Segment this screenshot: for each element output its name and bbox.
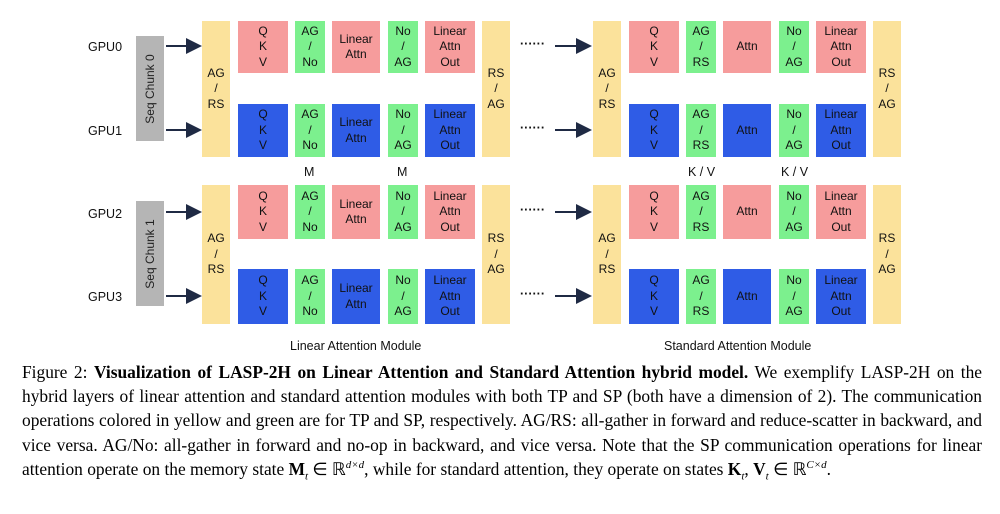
gpu3-label: GPU3 — [88, 290, 123, 304]
sp-ag-rs-block-gpu1: AG / RS — [686, 104, 716, 157]
tp-ag-rs-block-bottom: AG / RS — [202, 185, 230, 324]
qkv-block-gpu2: Q K V — [238, 185, 288, 239]
linear-module-label: Linear Attention Module — [290, 339, 422, 353]
figure-number: Figure 2: — [22, 362, 88, 382]
sp-ag-no-block-gpu2: AG / No — [295, 185, 325, 239]
sp-no-ag-block-gpu3: No / AG — [388, 269, 418, 324]
dots-row0: ······ — [520, 37, 545, 51]
std-sp-no-ag-block-gpu2: No / AG — [779, 185, 809, 239]
seq-chunk-1: Seq Chunk 1 — [136, 201, 164, 306]
sp-ag-no-block-gpu1: AG / No — [295, 104, 325, 157]
tp-rs-ag-block-std-top: RS / AG — [873, 21, 901, 157]
attn-block-gpu2: Attn — [723, 185, 771, 239]
memory-state-label-1: M — [304, 165, 315, 179]
sp-no-ag-block-gpu1: No / AG — [388, 104, 418, 157]
attn-block-gpu0: Attn — [723, 21, 771, 73]
qkv-block-gpu0: Q K V — [238, 21, 288, 73]
sp-ag-rs-block-gpu2: AG / RS — [686, 185, 716, 239]
linear-attn-out-block-gpu1: Linear Attn Out — [425, 104, 475, 157]
std-linear-attn-out-block-gpu1: Linear Attn Out — [816, 104, 866, 157]
tp-ag-rs-block-top: AG / RS — [202, 21, 230, 157]
gpu0-label: GPU0 — [88, 40, 123, 54]
std-sp-no-ag-block-gpu0: No / AG — [779, 21, 809, 73]
qkv-block-gpu3: Q K V — [238, 269, 288, 324]
caption-paragraph: Figure 2: Visualization of LASP-2H on Li… — [22, 362, 982, 483]
std-linear-attn-out-block-gpu3: Linear Attn Out — [816, 269, 866, 324]
gpu2-label: GPU2 — [88, 207, 123, 221]
caption-body-1: We exemplify LASP-2H on the hybrid layer… — [22, 362, 982, 479]
std-qkv-block-gpu3: Q K V — [629, 269, 679, 324]
std-qkv-block-gpu2: Q K V — [629, 185, 679, 239]
sp-ag-no-block-gpu3: AG / No — [295, 269, 325, 324]
qkv-block-gpu1: Q K V — [238, 104, 288, 157]
linear-attn-block-gpu1: Linear Attn — [332, 104, 380, 157]
attn-block-gpu3: Attn — [723, 269, 771, 324]
sp-ag-rs-block-gpu3: AG / RS — [686, 269, 716, 324]
tp-ag-rs-block-std-bottom: AG / RS — [593, 185, 621, 324]
attn-block-gpu1: Attn — [723, 104, 771, 157]
seq-chunk-0: Seq Chunk 0 — [136, 36, 164, 141]
sp-no-ag-block-gpu2: No / AG — [388, 185, 418, 239]
linear-attn-out-block-gpu3: Linear Attn Out — [425, 269, 475, 324]
figure-caption: Figure 2: Visualization of LASP-2H on Li… — [22, 360, 982, 483]
math-kv: Kt, Vt ∈ ℝC×d — [727, 458, 827, 483]
sp-ag-rs-block-gpu0: AG / RS — [686, 21, 716, 73]
tp-rs-ag-block-bottom: RS / AG — [482, 185, 510, 324]
kv-state-label-2: K / V — [781, 165, 809, 179]
std-qkv-block-gpu1: Q K V — [629, 104, 679, 157]
linear-attn-out-block-gpu2: Linear Attn Out — [425, 185, 475, 239]
std-qkv-block-gpu0: Q K V — [629, 21, 679, 73]
dots-row3: ······ — [520, 287, 545, 301]
std-linear-attn-out-block-gpu2: Linear Attn Out — [816, 185, 866, 239]
linear-attn-block-gpu3: Linear Attn — [332, 269, 380, 324]
sp-ag-no-block-gpu0: AG / No — [295, 21, 325, 73]
dots-row2: ······ — [520, 203, 545, 217]
tp-rs-ag-block-top: RS / AG — [482, 21, 510, 157]
std-sp-no-ag-block-gpu1: No / AG — [779, 104, 809, 157]
std-sp-no-ag-block-gpu3: No / AG — [779, 269, 809, 324]
std-linear-attn-out-block-gpu0: Linear Attn Out — [816, 21, 866, 73]
caption-body-2: , while for standard attention, they ope… — [364, 458, 724, 479]
standard-module-label: Standard Attention Module — [664, 339, 812, 353]
tp-rs-ag-block-std-bottom: RS / AG — [873, 185, 901, 324]
memory-state-label-2: M — [397, 165, 408, 179]
tp-ag-rs-block-std-top: AG / RS — [593, 21, 621, 157]
gpu1-label: GPU1 — [88, 124, 123, 138]
sp-no-ag-block-gpu0: No / AG — [388, 21, 418, 73]
caption-title: Visualization of LASP-2H on Linear Atten… — [94, 362, 749, 382]
math-mt: Mt ∈ ℝd×d — [288, 458, 365, 483]
linear-attn-block-gpu0: Linear Attn — [332, 21, 380, 73]
linear-attn-block-gpu2: Linear Attn — [332, 185, 380, 239]
linear-attn-out-block-gpu0: Linear Attn Out — [425, 21, 475, 73]
dots-row1: ······ — [520, 121, 545, 135]
kv-state-label-1: K / V — [688, 165, 716, 179]
